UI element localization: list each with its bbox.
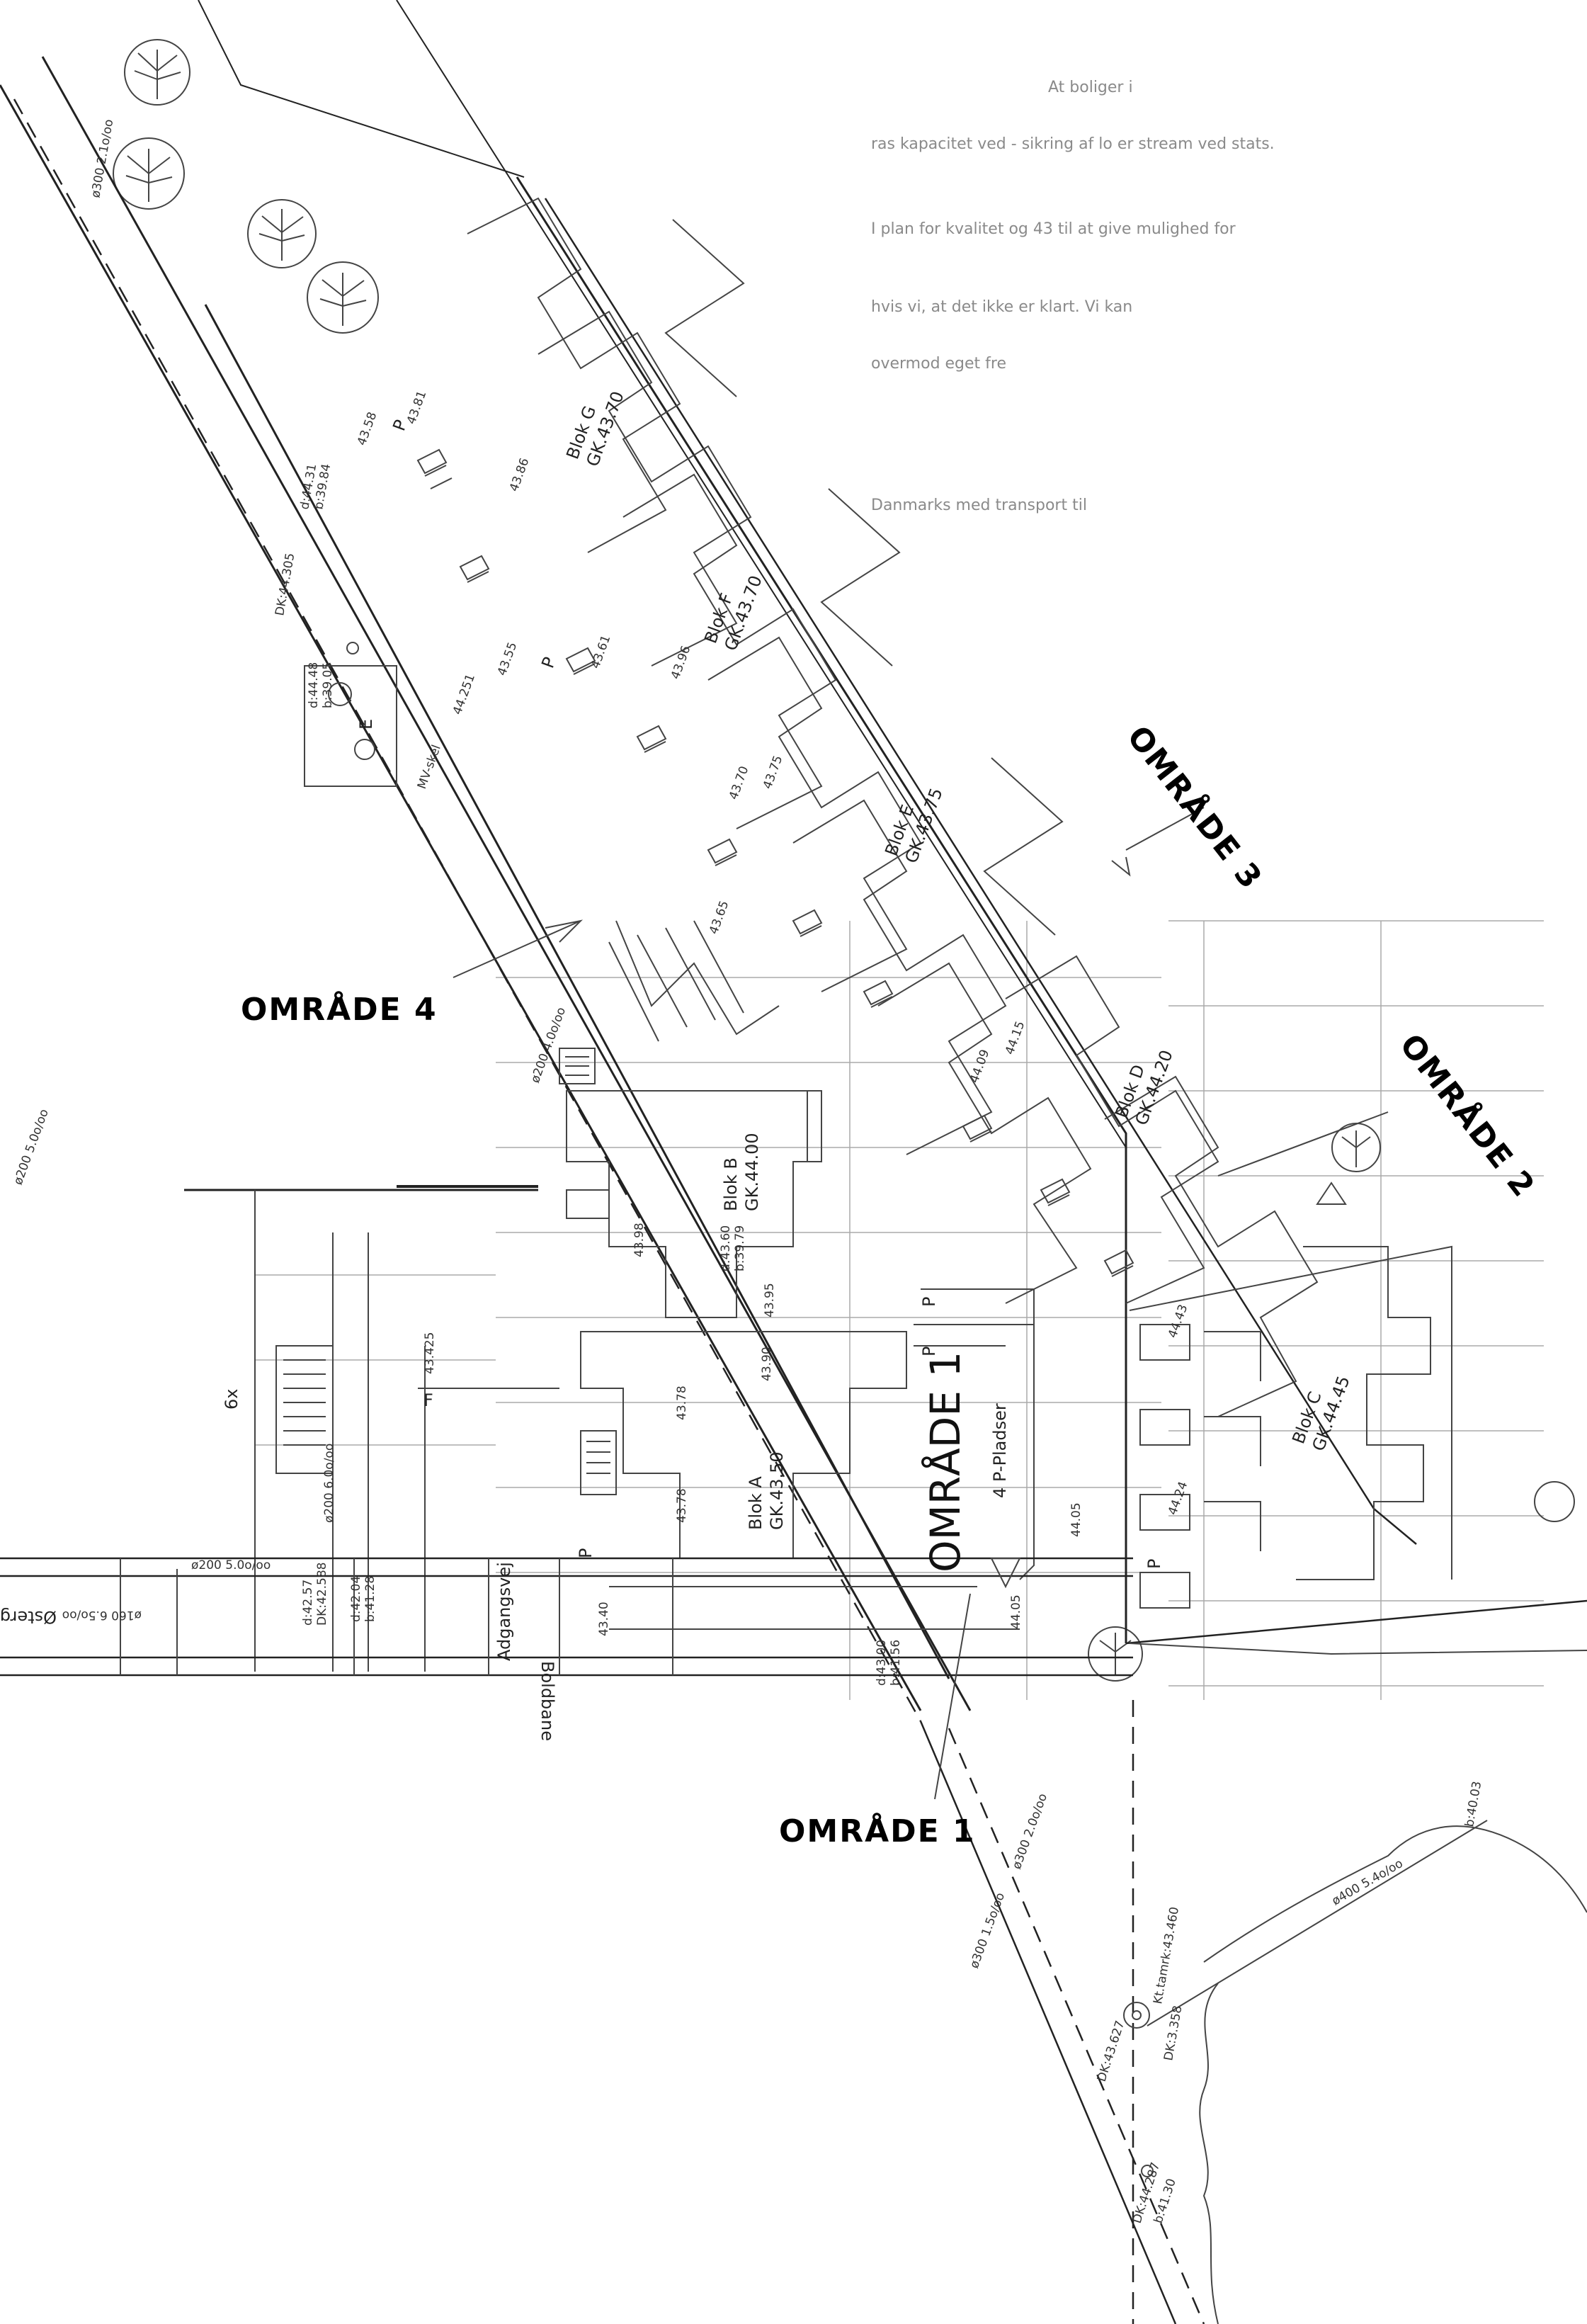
survey-point: DK:3.358 <box>1161 2005 1185 2062</box>
label-parking: P <box>919 1297 939 1307</box>
tree-icon <box>1088 1626 1143 1682</box>
road-corridor <box>0 0 1205 2324</box>
label-boldbane: Boldbane <box>537 1661 557 1741</box>
elevation: 43.98 <box>632 1223 647 1257</box>
trees <box>113 39 1575 1682</box>
elevation: 43.96 <box>669 644 693 681</box>
elevation: 43.58 <box>355 410 380 448</box>
pipe-label: ø200 6.0o/oo <box>322 1444 336 1523</box>
label-parking: P <box>537 654 559 671</box>
label-6x: 6x <box>222 1389 241 1410</box>
elevation: 43.425 <box>423 1332 437 1374</box>
label-adgangsvej: Adgangsvej <box>494 1562 514 1661</box>
tree-icon <box>124 39 190 106</box>
elevation: 43.65 <box>707 899 732 936</box>
background-text: At boliger i ras kapacitet ved - sikring… <box>871 79 1275 514</box>
elevation: 43.81 <box>404 389 429 426</box>
survey-point: d:43.60 <box>719 1225 733 1271</box>
bg-text-5: Danmarks med transport til <box>871 497 1087 514</box>
western-estate <box>0 1185 1133 1677</box>
survey-point: b:39.05 <box>321 662 335 708</box>
survey-point: DK:43.627 <box>1095 2019 1128 2083</box>
pipe-annotations: ø300 2.1o/oo ø200 5.0o/oo ø200 4.0o/oo ø… <box>11 118 1406 1971</box>
stairs <box>416 448 1134 1277</box>
elevation: 43.55 <box>495 640 520 678</box>
area-label-2: OMRÅDE 2 <box>1392 1026 1543 1204</box>
area-label-4: OMRÅDE 4 <box>241 990 438 1028</box>
elevation: 44.05 <box>1009 1594 1023 1629</box>
bg-text-4: hvis vi, at det ikke er klart. Vi kan <box>871 298 1132 316</box>
block-b-name: Blok B <box>721 1157 741 1211</box>
survey-point: d:44.48 <box>307 662 321 708</box>
elevation: 43.90 <box>760 1347 774 1381</box>
manholes <box>304 642 397 787</box>
buildings-diagonal <box>467 197 1319 1417</box>
label-ostergade: Østerg <box>0 1607 57 1627</box>
block-a-gk: GK.43.50 <box>767 1451 787 1530</box>
tree-icon <box>247 199 317 268</box>
label-e: E <box>356 719 376 730</box>
survey-point: DK:44.305 <box>273 552 297 617</box>
pipe-label: ø300 2.0o/oo <box>1010 1791 1050 1871</box>
elevation: 43.70 <box>727 764 751 802</box>
label-mv-skab: MV-skel <box>415 743 444 791</box>
survey-point: b:41.56 <box>889 1640 903 1686</box>
area-label-1: OMRÅDE 1 <box>779 1812 976 1849</box>
bg-text-1: At boliger i <box>1048 79 1133 96</box>
survey-point: DK:42.588 <box>315 1563 329 1626</box>
tree-icon <box>307 261 379 334</box>
block-b-gk: GK.44.00 <box>742 1133 762 1211</box>
label-parking: P <box>1144 1559 1164 1569</box>
elevation: 44.251 <box>450 672 478 717</box>
elevation: 43.78 <box>675 1488 689 1523</box>
elevation: 44.24 <box>1166 1480 1190 1517</box>
bleed-through-grid <box>255 920 1544 1700</box>
elevation: 43.40 <box>597 1602 611 1636</box>
tree-icon <box>113 137 185 210</box>
annotation-lines <box>453 807 1389 1800</box>
area-label-3: OMRÅDE 3 <box>1120 718 1270 896</box>
pipe-label: ø400 5.4o/oo <box>1330 1857 1406 1908</box>
elevation: 44.05 <box>1069 1502 1083 1537</box>
label-parking: P <box>576 1548 596 1558</box>
elevation: 43.86 <box>507 456 532 494</box>
label-f: F <box>423 1390 433 1410</box>
bg-text-2: ras kapacitet ved - sikring af lo er str… <box>871 135 1275 153</box>
elevations: 43.40 44.05 44.05 43.78 43.78 43.425 43.… <box>355 389 1484 1828</box>
pipe-label: ø160 6.5o/oo <box>62 1608 142 1622</box>
elevation: 44.15 <box>1003 1019 1028 1057</box>
pipe-label: ø200 4.0o/oo <box>528 1005 569 1084</box>
elevation: 43.61 <box>588 633 613 671</box>
elevation: 44.09 <box>967 1048 992 1085</box>
elevation: 43.78 <box>675 1385 689 1420</box>
elevation: 43.75 <box>761 754 785 791</box>
pipe-label: ø200 5.0o/oo <box>191 1558 271 1572</box>
block-a-name: Blok A <box>746 1476 766 1530</box>
survey-point: b:41.28 <box>363 1576 377 1622</box>
elevation: b:40.03 <box>1462 1780 1484 1828</box>
pipe-label: ø300 1.5o/oo <box>967 1891 1008 1970</box>
pipe-label: ø200 5.0o/oo <box>11 1107 52 1186</box>
bg-text-3: I plan for kvalitet og 43 til at give mu… <box>871 220 1236 238</box>
survey-point: b:39.79 <box>733 1225 747 1271</box>
label-parking: P <box>919 1347 939 1356</box>
survey-point: d:42.57 <box>301 1580 315 1626</box>
pipe-label: ø300 2.1o/oo <box>89 118 116 199</box>
elevation: 44.43 <box>1166 1303 1190 1340</box>
survey-point: Kt.tamrk:43.460 <box>1151 1906 1182 2005</box>
bg-text-6: overmod eget fre <box>871 355 1006 373</box>
elevation: 43.95 <box>763 1283 777 1317</box>
block-c-cluster <box>1139 1246 1431 1609</box>
south-survey <box>1123 1700 1587 2324</box>
area-label-1-handwritten: OMRÅDE 1 <box>921 1351 969 1572</box>
tree-icon <box>1534 1481 1575 1522</box>
survey-point: d:43.00 <box>875 1640 889 1686</box>
survey-point: d:42.04 <box>349 1576 363 1622</box>
label-p-pladser: 4 P-Pladser <box>990 1403 1010 1498</box>
street-labels: Adgangsvej Boldbane Østerg 4 P-Pladser 6… <box>0 417 1164 1741</box>
